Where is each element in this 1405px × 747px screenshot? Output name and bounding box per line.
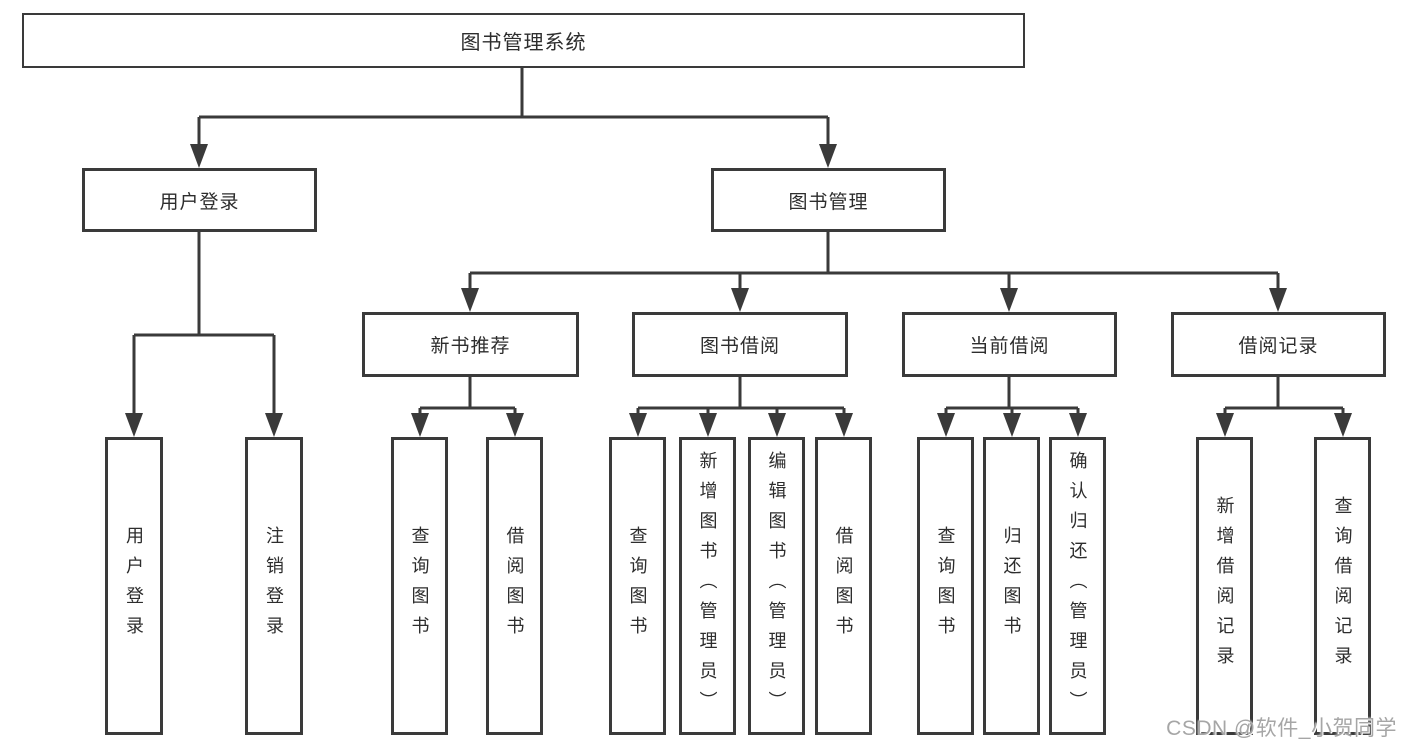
node-book-borrow: 图书借阅 [632,312,848,377]
node-label: 新增借阅记录 [1214,496,1235,676]
leaf-borrow-book-recommend: 借阅图书 [486,437,543,735]
arrow-icon [768,413,786,437]
leaf-return-book: 归还图书 [983,437,1040,735]
arrow-icon [125,413,143,437]
node-current-borrow: 当前借阅 [902,312,1117,377]
node-book-management: 图书管理 [711,168,946,232]
node-label: 注销登录 [264,526,284,646]
leaf-user-login: 用户登录 [105,437,163,735]
edge-book-borrow-bus [636,377,846,418]
node-label: 新增图书（管理员） [697,451,718,721]
arrow-icon [731,288,749,312]
arrow-icon [1003,413,1021,437]
node-label: 查询图书 [935,526,956,646]
node-label: 借阅图书 [833,526,854,646]
arrow-icon [1269,288,1287,312]
arrow-icon [1216,413,1234,437]
leaf-logout: 注销登录 [245,437,303,735]
edge-new-book-bus [418,377,517,418]
node-label: 归还图书 [1001,526,1022,646]
arrow-icon [835,413,853,437]
leaf-query-borrow-record: 查询借阅记录 [1314,437,1371,735]
node-label: 查询借阅记录 [1332,496,1353,676]
arrowheads [125,144,1352,437]
leaf-query-book-current: 查询图书 [917,437,974,735]
node-label: 图书借阅 [699,336,780,357]
node-user-login: 用户登录 [82,168,317,232]
arrow-icon [1069,413,1087,437]
node-label: 图书管理 [788,191,869,213]
node-label: 当前借阅 [969,336,1050,357]
arrow-icon [411,413,429,437]
node-label: 借阅图书 [504,526,525,646]
arrow-icon [819,144,837,168]
node-label: 用户登录 [124,526,144,646]
node-new-book-recommend: 新书推荐 [362,312,579,377]
edge-borrow-records-bus [1223,377,1345,418]
leaf-add-borrow-record: 新增借阅记录 [1196,437,1253,735]
leaf-query-book-borrow: 查询图书 [609,437,666,735]
arrow-icon [506,413,524,437]
arrow-icon [937,413,955,437]
edge-user-login-bus [132,232,276,418]
arrow-icon [1000,288,1018,312]
leaf-query-book-recommend: 查询图书 [391,437,448,735]
node-borrow-records: 借阅记录 [1171,312,1386,377]
node-label: 确认归还（管理员） [1067,451,1088,721]
arrow-icon [699,413,717,437]
arrow-icon [190,144,208,168]
leaf-confirm-return-admin: 确认归还（管理员） [1049,437,1106,735]
arrow-icon [629,413,647,437]
node-label: 查询图书 [627,526,648,646]
node-root-library-management-system: 图书管理系统 [22,13,1025,68]
watermark: CSDN @软件_小贺同学 [1166,717,1397,740]
node-label: 新书推荐 [430,336,511,357]
node-label: 用户登录 [159,191,240,213]
leaf-add-book-admin: 新增图书（管理员） [679,437,736,735]
node-label: 图书管理系统 [460,32,587,54]
arrow-icon [1334,413,1352,437]
node-label: 借阅记录 [1238,336,1319,357]
edge-book-mgmt-bus [468,232,1280,292]
leaf-borrow-book: 借阅图书 [815,437,872,735]
arrow-icon [265,413,283,437]
leaf-edit-book-admin: 编辑图书（管理员） [748,437,805,735]
node-label: 编辑图书（管理员） [766,451,787,721]
edge-current-borrow-bus [944,377,1080,418]
arrow-icon [461,288,479,312]
edge-root-bus [197,68,830,148]
node-label: 查询图书 [409,526,430,646]
